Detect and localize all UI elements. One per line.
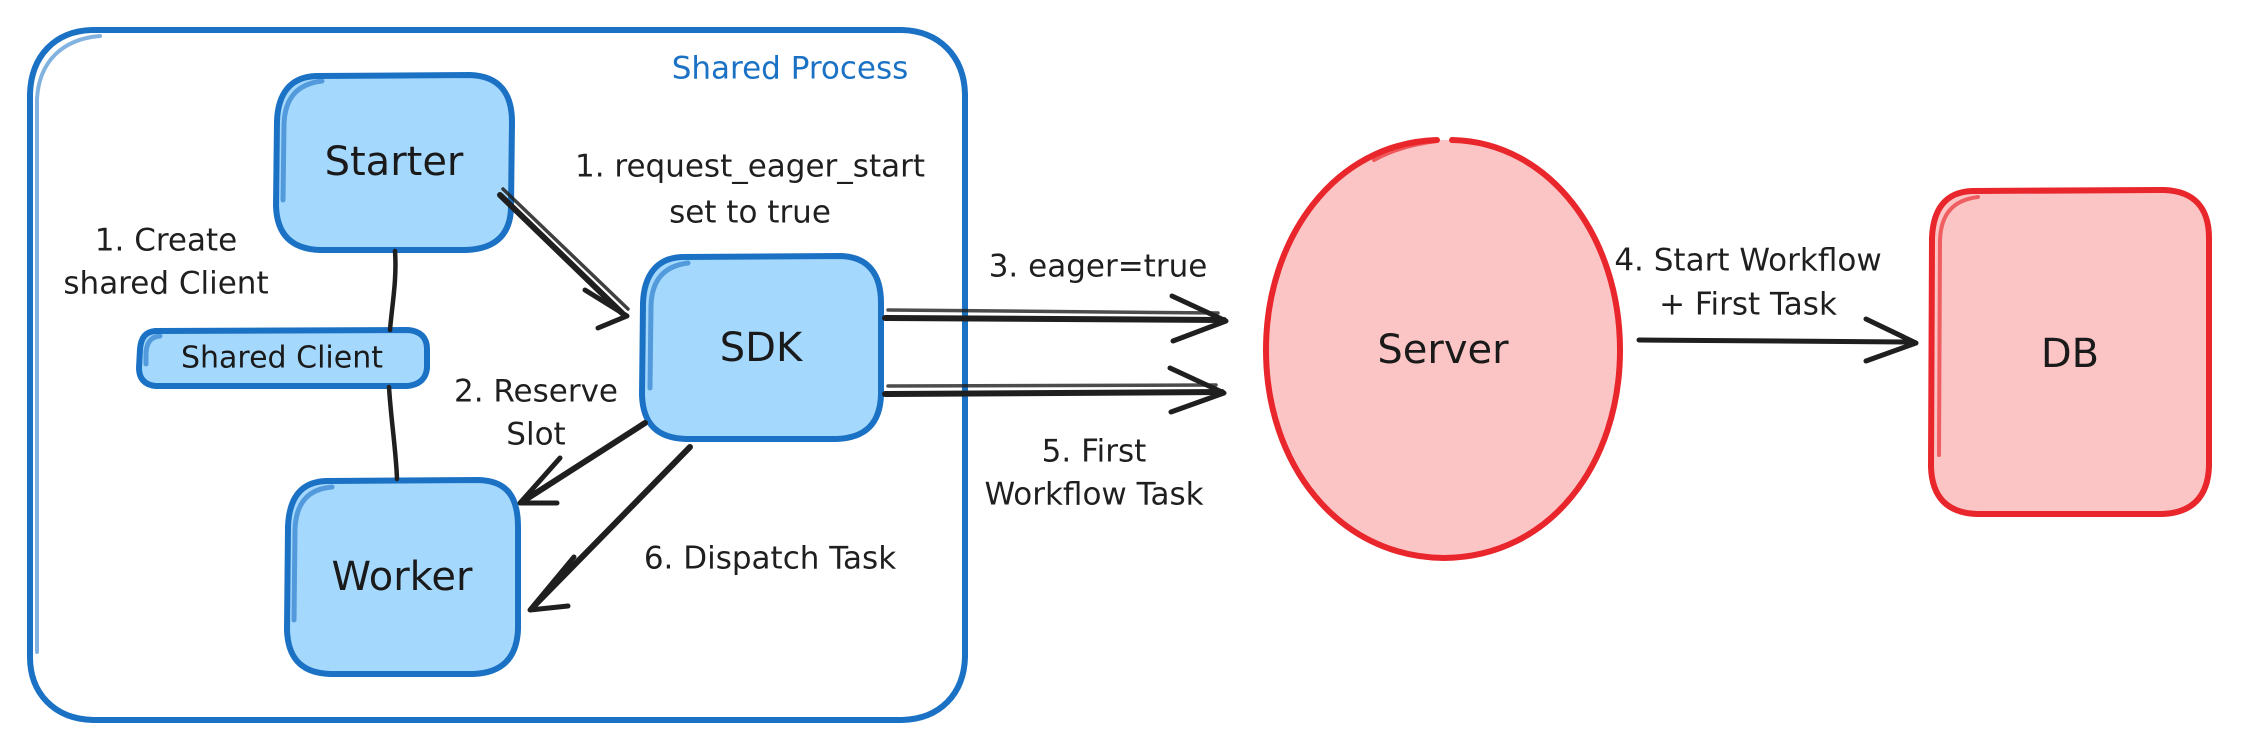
- node-db-border: [1928, 187, 2212, 517]
- edge-label-first-workflow-task-line1: 5. First: [1042, 434, 1147, 470]
- edge-label-eager-true: 3. eager=true: [989, 249, 1208, 285]
- node-worker-fill: [287, 480, 518, 674]
- node-sdk-label: SDK: [720, 325, 804, 371]
- edge-reserve-slot: 2. Reserve Slot: [454, 374, 648, 506]
- edge-label-start-workflow-line2: + First Task: [1659, 287, 1837, 323]
- edge-label-first-workflow-task-line2: Workflow Task: [984, 477, 1203, 513]
- edge-line-first-workflow-task: [882, 389, 1225, 397]
- edge-request-eager-start: 1. request_eager_start set to true: [497, 149, 925, 331]
- edge-line-eager-true-sketch: [886, 308, 1220, 315]
- edge-first-workflow-task: 5. First Workflow Task: [882, 365, 1227, 513]
- edge-arrowhead-dispatch-task: [527, 554, 577, 613]
- node-starter-fill: [276, 75, 512, 250]
- edge-line-reserve-slot: [522, 420, 648, 503]
- edge-arrowhead-reserve-slot: [517, 455, 563, 506]
- node-sdk-border-sketch: [647, 260, 691, 391]
- edge-line-sharedclient-worker: [386, 384, 400, 482]
- shared-process-border-sketch: [35, 34, 102, 654]
- group-shared-process: Shared Process: [27, 27, 968, 723]
- edge-label-request-eager-start-line2: set to true: [669, 195, 831, 231]
- edge-arrowhead-eager-true: [1169, 293, 1229, 344]
- node-worker-border-sketch: [291, 484, 335, 623]
- edge-arrowhead-first-workflow-task: [1167, 365, 1227, 415]
- edge-line-request-eager-start-sketch: [501, 187, 630, 311]
- node-starter-border: [273, 72, 515, 253]
- node-server[interactable]: Server: [1263, 137, 1623, 561]
- node-shared-client-fill: [139, 330, 427, 386]
- node-worker[interactable]: Worker: [284, 477, 521, 677]
- node-db-fill: [1931, 190, 2209, 514]
- node-sdk-border: [639, 253, 884, 442]
- edge-line-request-eager-start: [497, 192, 625, 316]
- edge-label-reserve-slot-line2: Slot: [506, 417, 565, 453]
- node-worker-label: Worker: [332, 554, 473, 600]
- edge-line-eager-true: [882, 315, 1227, 323]
- node-worker-border: [284, 477, 521, 677]
- edge-label-create-shared-client-line2: shared Client: [63, 266, 268, 302]
- node-db-label: DB: [2041, 331, 2099, 377]
- shared-process-border: [27, 27, 968, 723]
- edge-label-request-eager-start-line1: 1. request_eager_start: [575, 149, 925, 185]
- node-server-border: [1263, 137, 1623, 561]
- node-shared-client[interactable]: Shared Client: [136, 327, 430, 389]
- node-sdk[interactable]: SDK: [639, 253, 884, 442]
- edge-create-shared-client: 1. Create shared Client: [63, 223, 400, 482]
- node-db[interactable]: DB: [1928, 187, 2212, 517]
- edge-line-first-workflow-task-sketch: [886, 383, 1218, 388]
- node-shared-client-border-sketch: [143, 333, 163, 367]
- node-starter[interactable]: Starter: [273, 72, 515, 253]
- edge-line-start-workflow: [1636, 337, 1915, 345]
- node-starter-label: Starter: [325, 139, 464, 185]
- edge-line-dispatch-task: [532, 444, 693, 608]
- edge-arrowhead-start-workflow: [1863, 316, 1919, 364]
- node-db-border-sketch: [1937, 195, 1980, 457]
- node-sdk-fill: [642, 256, 881, 439]
- edge-label-reserve-slot-line1: 2. Reserve: [454, 374, 618, 410]
- edge-label-create-shared-client-line1: 1. Create: [95, 223, 237, 259]
- node-shared-client-label: Shared Client: [181, 341, 383, 376]
- edge-arrowhead-request-eager-start: [582, 287, 630, 331]
- node-starter-border-sketch: [280, 78, 325, 203]
- edge-dispatch-task: 6. Dispatch Task: [527, 444, 896, 613]
- node-shared-client-border: [136, 327, 430, 389]
- edge-label-start-workflow-line1: 4. Start Workflow: [1614, 243, 1881, 279]
- node-server-fill: [1266, 140, 1620, 558]
- edge-start-workflow: 4. Start Workflow + First Task: [1614, 243, 1919, 364]
- node-server-border-sketch: [1372, 139, 1439, 162]
- edge-line-starter-sharedclient: [387, 248, 398, 333]
- edge-eager-true: 3. eager=true: [882, 249, 1229, 344]
- edge-label-dispatch-task: 6. Dispatch Task: [644, 541, 896, 577]
- node-server-label: Server: [1377, 327, 1509, 373]
- group-label-shared-process: Shared Process: [672, 51, 909, 87]
